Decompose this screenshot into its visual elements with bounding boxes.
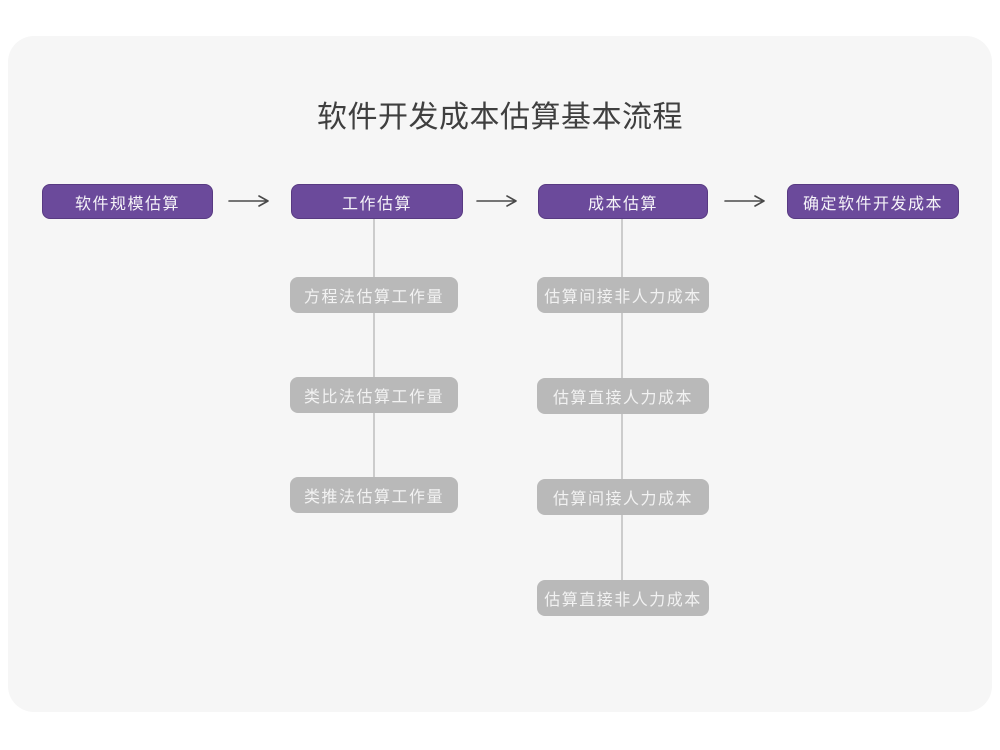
sub-node-extrapolation-method: 类推法估算工作量 [290,477,458,513]
main-node-software-scale-estimation: 软件规模估算 [42,184,213,219]
connector-line-work-column [373,219,375,479]
diagram-title: 软件开发成本估算基本流程 [317,101,683,134]
sub-node-indirect-labor-cost: 估算间接人力成本 [537,479,709,515]
main-node-work-estimation: 工作估算 [291,184,463,219]
arrow-right-icon [724,195,765,207]
diagram-card [8,36,992,712]
sub-node-analogy-method: 类比法估算工作量 [290,377,458,413]
main-node-final-software-cost: 确定软件开发成本 [787,184,959,219]
main-node-cost-estimation: 成本估算 [538,184,708,219]
sub-node-direct-non-labor-cost: 估算直接非人力成本 [537,580,709,616]
sub-node-direct-labor-cost: 估算直接人力成本 [537,378,709,414]
arrow-right-icon [228,195,269,207]
sub-node-indirect-non-labor-cost: 估算间接非人力成本 [537,277,709,313]
arrow-right-icon [476,195,517,207]
sub-node-equation-method: 方程法估算工作量 [290,277,458,313]
